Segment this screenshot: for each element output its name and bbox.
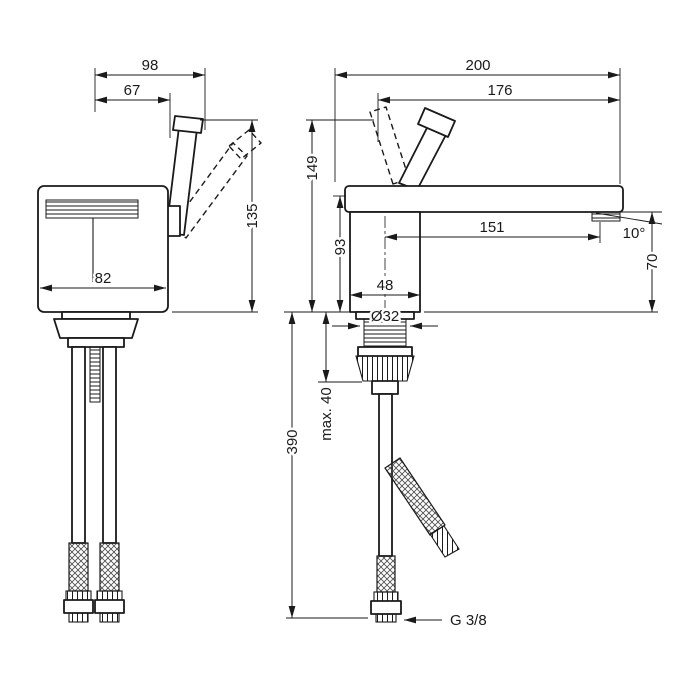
braided-section-right bbox=[99, 542, 120, 592]
hose-connector-right bbox=[94, 590, 125, 623]
dim-48-label: 48 bbox=[377, 277, 394, 294]
dim-200-label: 200 bbox=[465, 57, 490, 74]
dim-max40-label: max. 40 bbox=[318, 387, 335, 440]
dim-angle-label: 10° bbox=[623, 225, 646, 242]
braided-section-left bbox=[68, 542, 89, 592]
dim-176-label: 176 bbox=[487, 82, 512, 99]
dim-93-label: 93 bbox=[332, 239, 349, 256]
dim-135-label: 135 bbox=[244, 203, 261, 228]
profile-view: 200 176 149 93 151 10° 70 48 Ø32 max. 40… bbox=[282, 55, 664, 632]
spout-arm bbox=[344, 185, 624, 213]
connector-nut bbox=[370, 600, 402, 615]
spout-grille bbox=[45, 199, 139, 219]
connector-collar bbox=[96, 590, 123, 601]
thread-size-label: G 3/8 bbox=[450, 612, 487, 629]
mounting-neck bbox=[61, 311, 131, 320]
handle-knob bbox=[172, 115, 204, 134]
angled-hose-connector bbox=[429, 525, 460, 558]
dim-390-label: 390 bbox=[284, 429, 301, 454]
front-view: 98 67 135 82 bbox=[37, 55, 264, 623]
dim-82-label: 82 bbox=[95, 270, 112, 287]
handle-lever-alt-dashed bbox=[369, 106, 410, 185]
dim-151-label: 151 bbox=[479, 219, 504, 236]
dim-d32-label: Ø32 bbox=[371, 308, 399, 325]
hose-connector-left bbox=[63, 590, 94, 623]
dim-70-label: 70 bbox=[644, 254, 661, 271]
supply-hose-left bbox=[71, 346, 86, 544]
connector-collar bbox=[65, 590, 92, 601]
connector-tip bbox=[99, 612, 120, 623]
angled-hose-braid bbox=[384, 457, 446, 536]
threaded-shank bbox=[363, 318, 407, 348]
mounting-nut bbox=[355, 355, 415, 382]
threaded-rod bbox=[89, 346, 101, 403]
horseshoe-washer bbox=[357, 346, 413, 357]
mounting-flange bbox=[53, 318, 139, 339]
mounting-plate bbox=[67, 337, 125, 348]
connector-collar bbox=[373, 591, 399, 602]
connector-nut bbox=[94, 599, 125, 614]
handle-knob-alt-dashed bbox=[228, 129, 262, 160]
dim-67-label: 67 bbox=[124, 82, 141, 99]
hose-connector-bottom bbox=[370, 591, 402, 623]
dim-149-label: 149 bbox=[304, 155, 321, 180]
supply-hose-right bbox=[102, 346, 117, 544]
braided-section bbox=[376, 555, 396, 593]
connector-tip bbox=[375, 613, 397, 623]
hose-adapter bbox=[371, 380, 399, 395]
dim-98-label: 98 bbox=[142, 57, 159, 74]
handle-knob bbox=[417, 107, 456, 138]
connector-nut bbox=[63, 599, 94, 614]
connector-tip bbox=[68, 612, 89, 623]
